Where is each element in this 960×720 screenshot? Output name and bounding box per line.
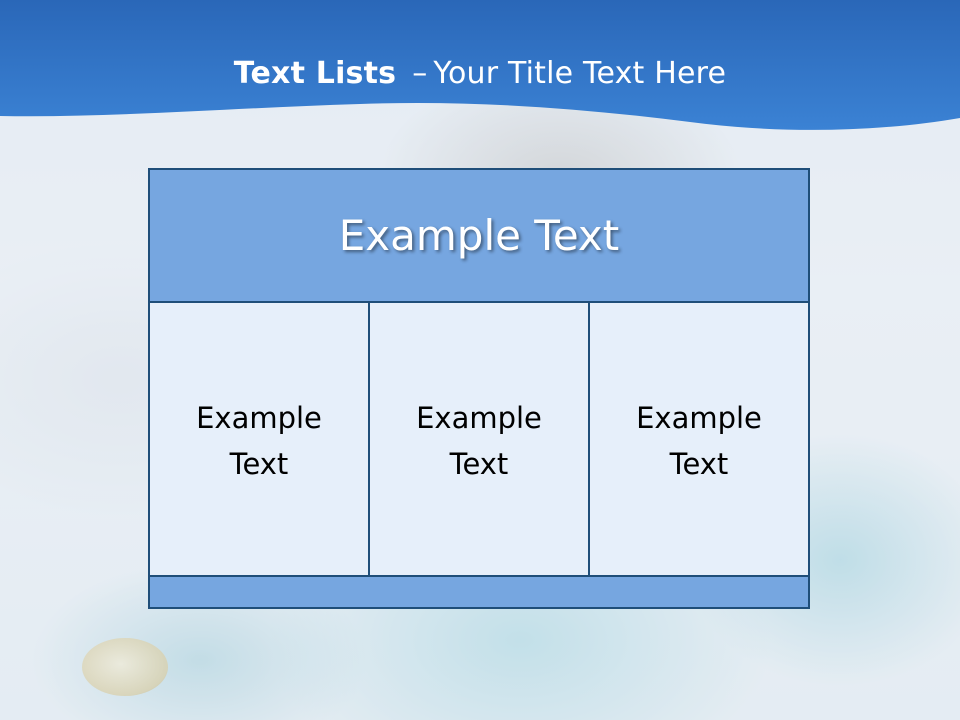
column-3-text: Example Text	[636, 401, 762, 481]
title-bold: Text Lists	[233, 56, 397, 91]
text-list-diagram: Example Text Example Text Example Text E…	[148, 168, 810, 609]
header-band	[0, 0, 960, 130]
medal-image	[82, 638, 168, 696]
column-1-text: Example Text	[196, 401, 322, 481]
column-2-text: Example Text	[416, 401, 542, 481]
diagram-column-1: Example Text	[150, 303, 370, 577]
title-dash: –	[412, 56, 428, 91]
slide-title: Text Lists–Your Title Text Here	[0, 52, 960, 96]
diagram-column-2: Example Text	[370, 303, 590, 577]
diagram-header-box: Example Text	[150, 170, 808, 303]
title-rest: Your Title Text Here	[433, 56, 727, 91]
diagram-column-3: Example Text	[590, 303, 808, 577]
diagram-columns: Example Text Example Text Example Text	[150, 303, 808, 577]
diagram-footer-bar	[150, 575, 808, 607]
diagram-header-text: Example Text	[338, 211, 620, 260]
